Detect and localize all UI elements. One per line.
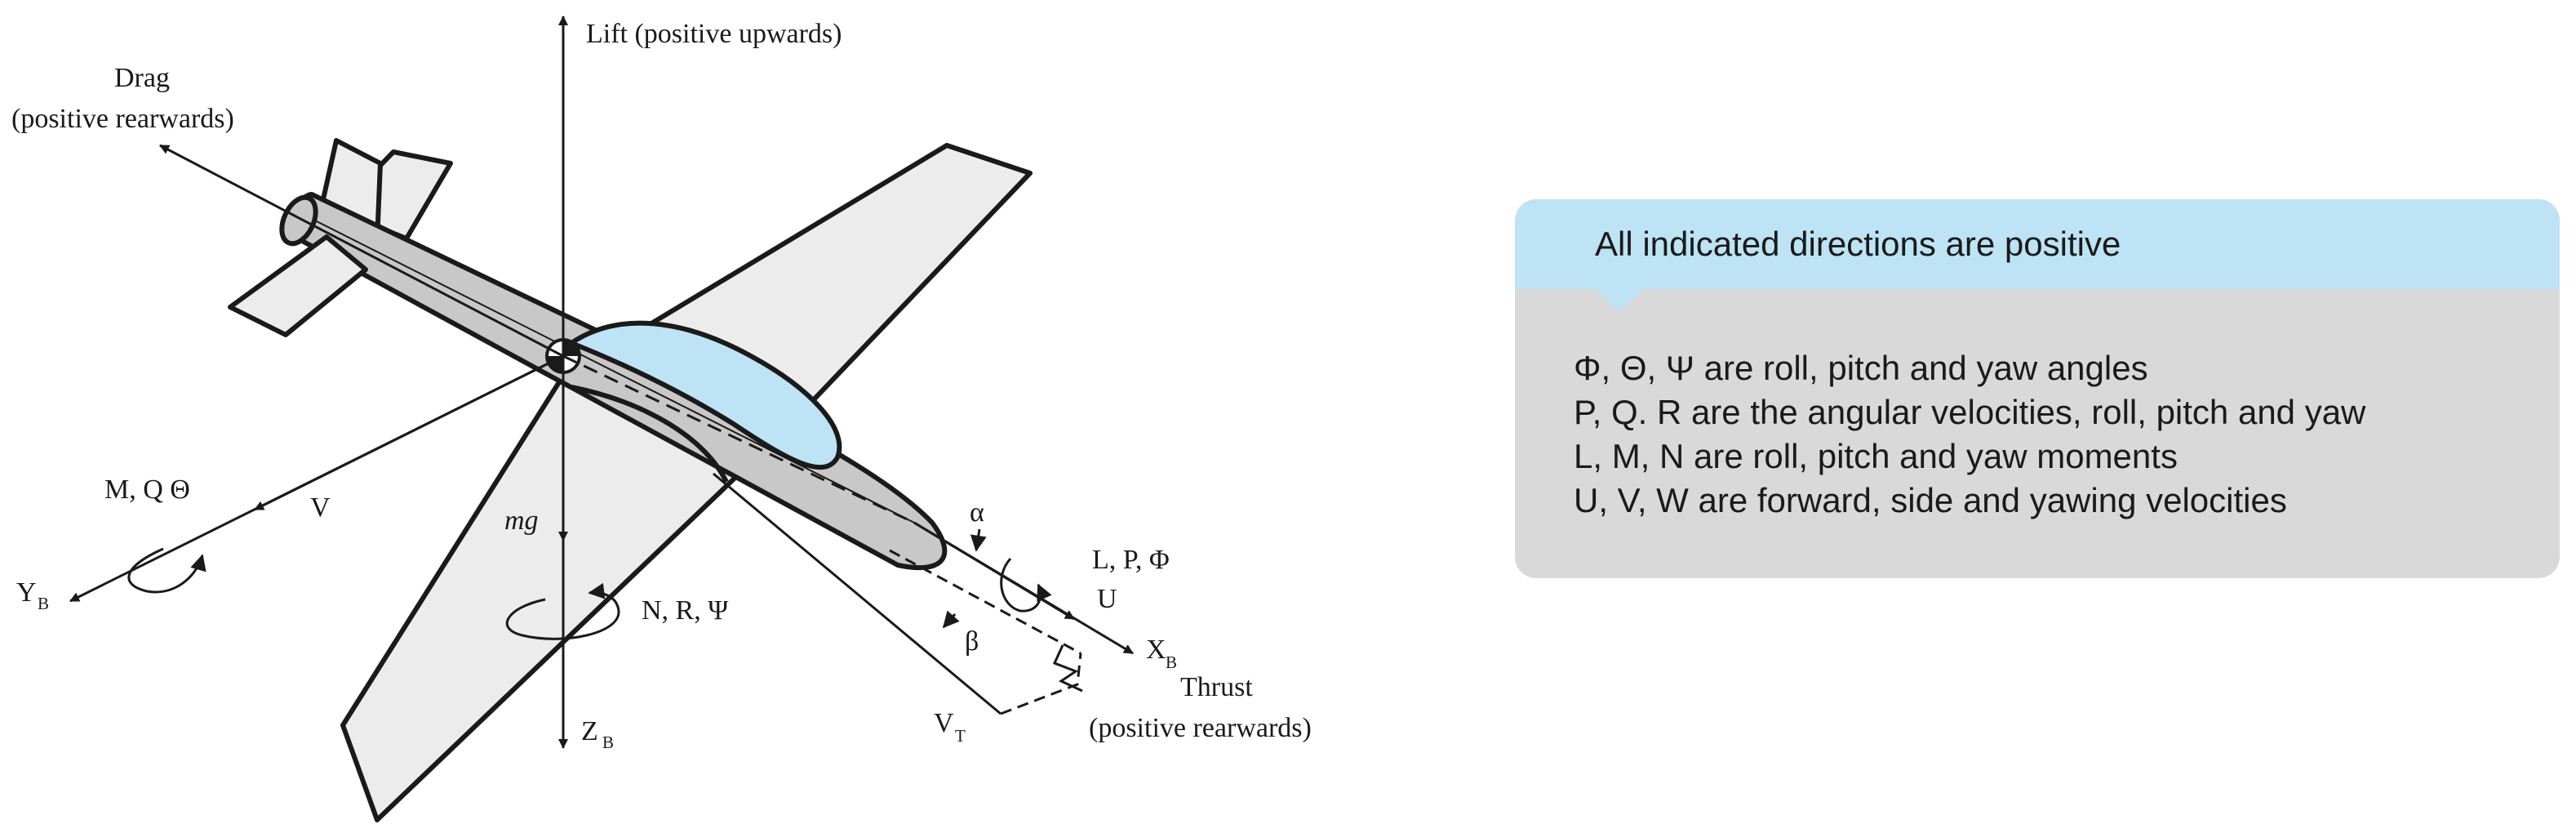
yaw-moment-label: N, R, Ψ [642, 595, 728, 626]
info-line: U, V, W are forward, side and yawing vel… [1574, 481, 2287, 519]
lift-label: Lift (positive upwards) [586, 19, 842, 49]
diagram-labels: Lift (positive upwards) Drag (positive r… [11, 19, 1312, 752]
y-axis-subscript: B [38, 594, 49, 613]
drag-arrow [159, 144, 564, 358]
z-axis-subscript: B [602, 733, 614, 752]
thrust-sublabel: (positive rearwards) [1089, 713, 1312, 743]
canopy [569, 320, 842, 470]
drag-sublabel: (positive rearwards) [11, 104, 234, 134]
vt-subscript: T [955, 726, 966, 746]
weight-label: mg [504, 506, 539, 536]
vt-arrow [713, 472, 1002, 715]
roll-moment-label: L, P, Φ [1092, 545, 1170, 575]
info-box-header-pointer [1593, 287, 1646, 312]
x-axis-subscript: B [1166, 653, 1177, 672]
aircraft-axes-diagram: Lift (positive upwards) Drag (positive r… [11, 16, 1312, 822]
drag-label: Drag [114, 63, 170, 93]
roll-moment-arrow [1000, 557, 1052, 612]
info-line: P, Q. R are the angular velocities, roll… [1574, 393, 2366, 431]
v-label: V [310, 492, 331, 523]
pitch-moment-label: M, Q Θ [104, 474, 190, 505]
v-arrow [254, 354, 564, 511]
alpha-label: α [970, 497, 984, 528]
pitch-moment-arrow [127, 547, 207, 594]
u-arrow [913, 521, 1075, 621]
tail-plane-near [228, 234, 368, 337]
info-box-header: All indicated directions are positive [1515, 199, 2560, 289]
info-line: Φ, Θ, Ψ are roll, pitch and yaw angles [1574, 349, 2148, 387]
yaw-moment-arrow [505, 582, 620, 640]
y-axis-label: Y [16, 577, 37, 608]
beta-label: β [965, 626, 979, 657]
thrust-label: Thrust [1180, 672, 1253, 702]
info-box-body: Φ, Θ, Ψ are roll, pitch and yaw angles P… [1515, 289, 2560, 523]
z-axis-label: Z [581, 716, 598, 746]
u-label: U [1097, 584, 1117, 614]
info-box: All indicated directions are positive Φ,… [1515, 199, 2560, 578]
axes-and-vectors [69, 16, 1134, 749]
x-axis-label: X [1146, 635, 1166, 665]
vt-label: V [934, 708, 954, 738]
aircraft-airframe [228, 138, 1033, 822]
info-line: L, M, N are roll, pitch and yaw moments [1574, 437, 2178, 475]
